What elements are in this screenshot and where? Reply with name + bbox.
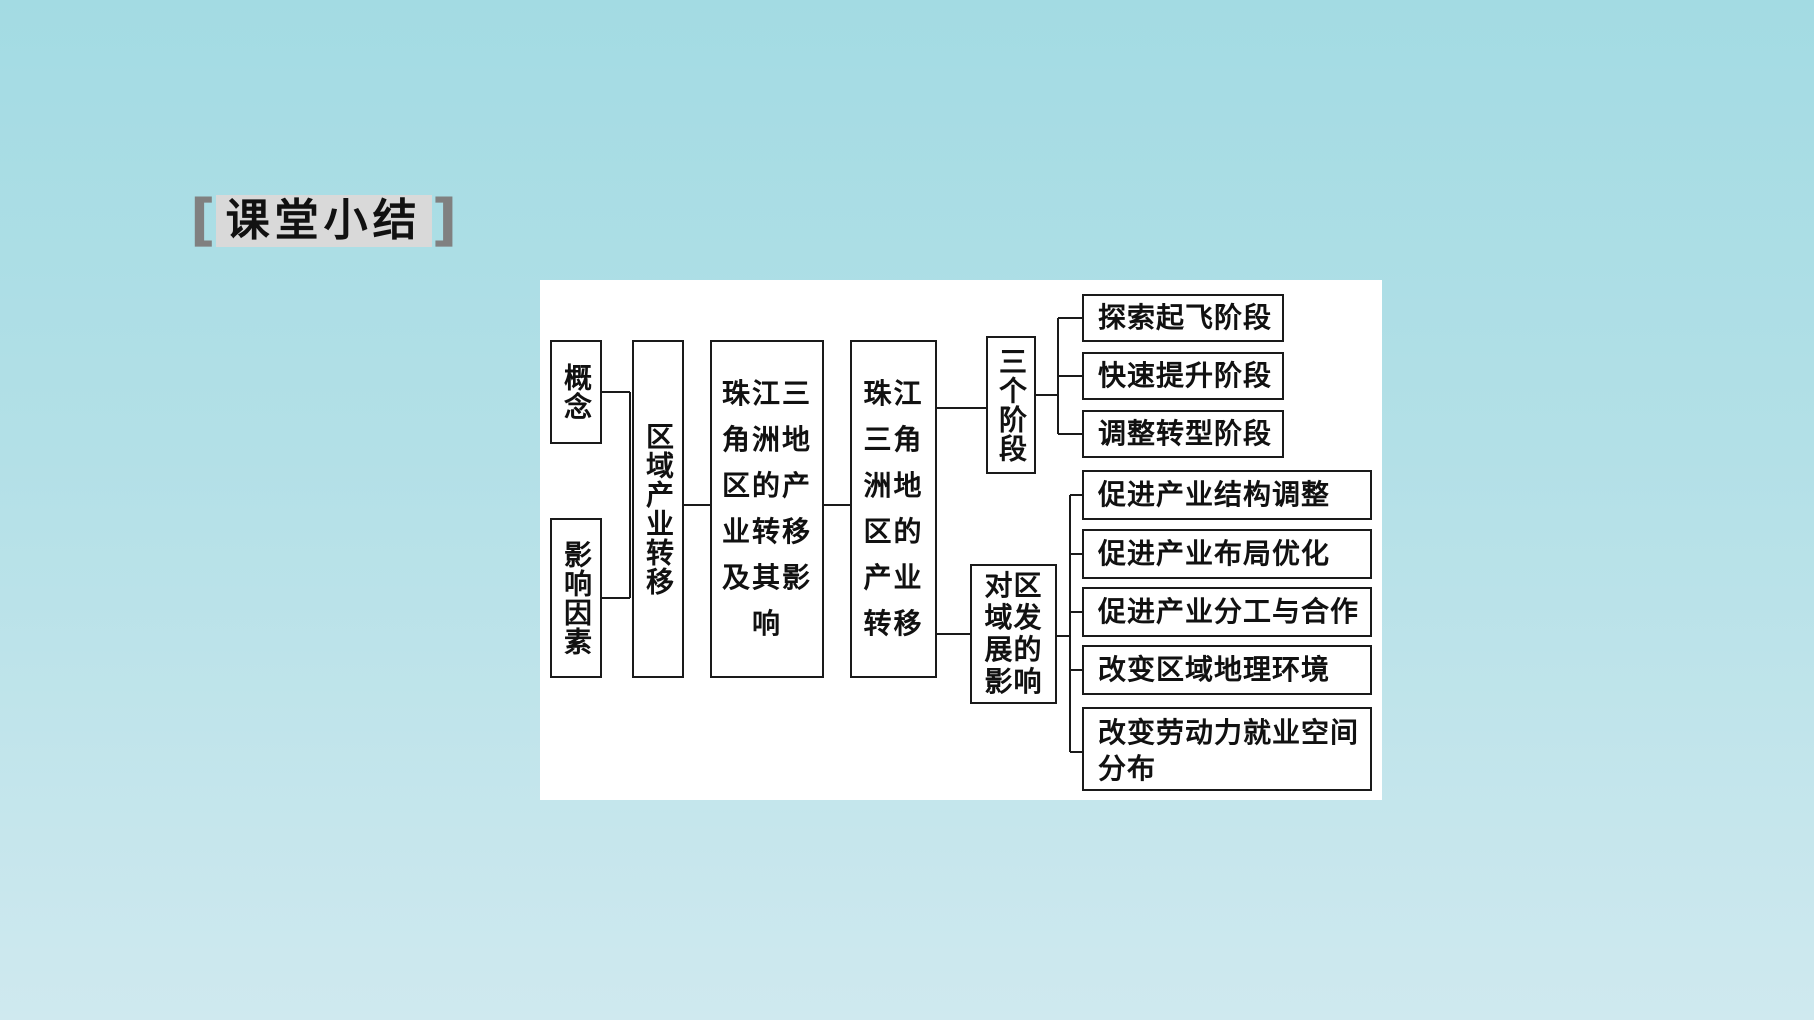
regional-transfer-label: 区域产业转移 xyxy=(642,422,675,596)
prd-transfer-box: 珠江三角洲地区的产业转移 xyxy=(850,340,937,678)
factors-label: 影响因素 xyxy=(560,540,593,656)
impact-on-region-box: 对区域发展的影响 xyxy=(970,564,1057,704)
impact-box: 改变劳动力就业空间分布 xyxy=(1082,707,1372,791)
impact-box: 促进产业结构调整 xyxy=(1082,470,1372,520)
regional-transfer-box: 区域产业转移 xyxy=(632,340,684,678)
factors-box: 影响因素 xyxy=(550,518,602,678)
three-stages-box: 三个阶段 xyxy=(986,336,1036,474)
impact-label: 改变劳动力就业空间分布 xyxy=(1098,716,1360,785)
stage-label: 快速提升阶段 xyxy=(1098,359,1273,392)
prd-transfer-label: 珠江三角洲地区的产业转移 xyxy=(863,377,924,640)
impact-on-region-label: 对区域发展的影响 xyxy=(984,569,1043,698)
concept-label: 概念 xyxy=(560,363,593,421)
stage-box: 调整转型阶段 xyxy=(1082,410,1284,458)
prd-transfer-impact-box: 珠江三角洲地区的产业转移及其影响 xyxy=(710,340,824,678)
impact-label: 促进产业结构调整 xyxy=(1098,478,1331,511)
prd-transfer-impact-label: 珠江三角洲地区的产业转移及其影响 xyxy=(721,377,812,640)
stage-label: 探索起飞阶段 xyxy=(1098,301,1273,334)
impact-box: 促进产业分工与合作 xyxy=(1082,587,1372,637)
stage-box: 探索起飞阶段 xyxy=(1082,294,1284,342)
impact-box: 促进产业布局优化 xyxy=(1082,529,1372,579)
impact-box: 改变区域地理环境 xyxy=(1082,645,1372,695)
diagram-panel: 概念 影响因素 区域产业转移 珠江三角洲地区的产业转移及其影响 珠江三角洲地区的… xyxy=(540,280,1382,800)
section-title: [ 课堂小结 ] xyxy=(190,192,457,250)
three-stages-label: 三个阶段 xyxy=(995,347,1028,463)
connector-lines xyxy=(602,317,1082,753)
section-title-text: 课堂小结 xyxy=(215,195,432,247)
stage-label: 调整转型阶段 xyxy=(1098,417,1273,450)
impact-label: 促进产业分工与合作 xyxy=(1098,595,1360,628)
concept-box: 概念 xyxy=(550,340,602,444)
impact-label: 促进产业布局优化 xyxy=(1098,537,1331,570)
left-bracket: [ xyxy=(190,188,216,253)
right-bracket: ] xyxy=(431,188,458,253)
stage-box: 快速提升阶段 xyxy=(1082,352,1284,400)
impact-label: 改变区域地理环境 xyxy=(1098,653,1331,686)
